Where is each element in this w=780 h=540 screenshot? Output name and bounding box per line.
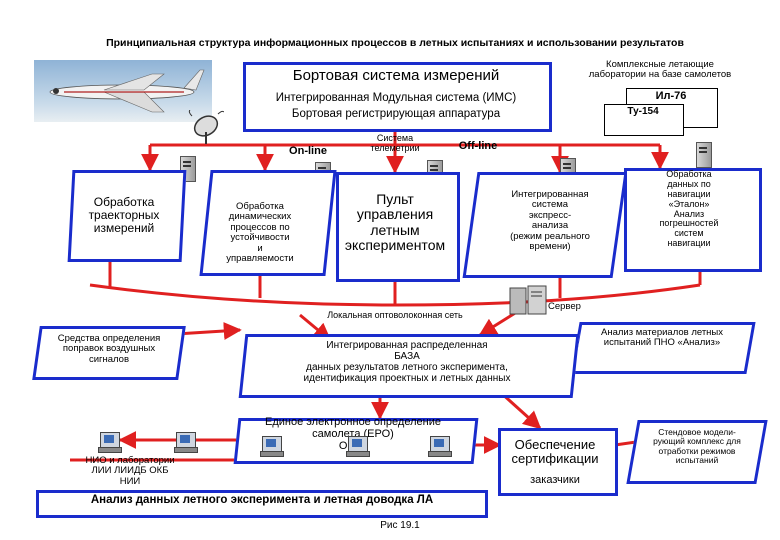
database-node-label: Интегрированная распределенная БАЗА данн…	[303, 340, 511, 384]
antenna-icon	[188, 109, 225, 146]
nio-label: НИО и лаборатории ЛИИ ЛИИДБ ОКБ НИИ	[85, 455, 175, 487]
workstation-icon	[262, 436, 282, 452]
workstation-icon	[176, 432, 196, 448]
navigation-node-label: Обработка данных по навигации «Эталон» А…	[659, 169, 719, 249]
workstation-base	[98, 447, 122, 453]
lab-il76-label: Ил-76	[655, 90, 687, 102]
lab-tu154-label: Ту-154	[627, 106, 659, 117]
workstation-icon	[100, 432, 120, 448]
onboard-system-title: Бортовая система измерений	[292, 67, 500, 84]
server-label: Сервер	[548, 301, 581, 312]
workstation-base	[346, 451, 370, 457]
workstation-base	[174, 447, 198, 453]
trajectory-node-label: Обработка траекторных измерений	[88, 195, 160, 236]
airplane-icon	[49, 69, 205, 113]
wire-db-cert	[498, 390, 542, 430]
pno-node-label: Анализ материалов летных испытаний ПНО «…	[600, 327, 724, 349]
aircraft-photo	[34, 60, 212, 122]
console-node-label: Пульт управления летным экспериментом	[344, 191, 446, 254]
workstation-base	[428, 451, 452, 457]
certification-node-label: Обеспечение сертификации	[511, 437, 599, 467]
express-node-label: Интегрированная система экспресс- анализ…	[510, 189, 590, 253]
figure-caption: Рис 19.1	[380, 520, 420, 531]
customers-label: заказчики	[530, 474, 580, 486]
workstation-icon	[430, 436, 450, 452]
server-tower-icon	[696, 142, 712, 168]
onboard-system-line2: Бортовая регистрирующая аппаратура	[291, 108, 501, 120]
certification-node	[498, 428, 618, 496]
online-label: On-line	[289, 145, 327, 157]
stand-node-label: Стендовое модели- рующий комплекс для от…	[653, 427, 741, 466]
console-node	[336, 172, 460, 282]
central-server-icon	[508, 284, 548, 316]
workstation-base	[260, 451, 284, 457]
network-label: Локальная оптоволоконная сеть	[327, 310, 463, 320]
lab-tu154-box	[604, 104, 684, 136]
diagram-title: Принципиальная структура информационных …	[106, 37, 684, 49]
navigation-node	[624, 168, 762, 272]
dynamics-node-label: Обработка динамических процессов по усто…	[226, 201, 294, 265]
airdata-node-label: Средства определения поправок воздушных …	[57, 333, 161, 365]
offline-label: Off-line	[458, 140, 498, 152]
flying-labs-title: Комплексные летающие лаборатории на базе…	[588, 59, 732, 81]
onboard-system-box	[243, 62, 552, 132]
onboard-system-line1: Интегрированная Модульная система (ИМС)	[275, 92, 517, 104]
telemetry-label: Система телеметрии	[370, 133, 420, 153]
bottom-analysis-label: Анализ данных летного эксперимента и лет…	[90, 494, 434, 506]
bottom-analysis-box	[36, 490, 488, 518]
workstation-icon	[348, 436, 368, 452]
